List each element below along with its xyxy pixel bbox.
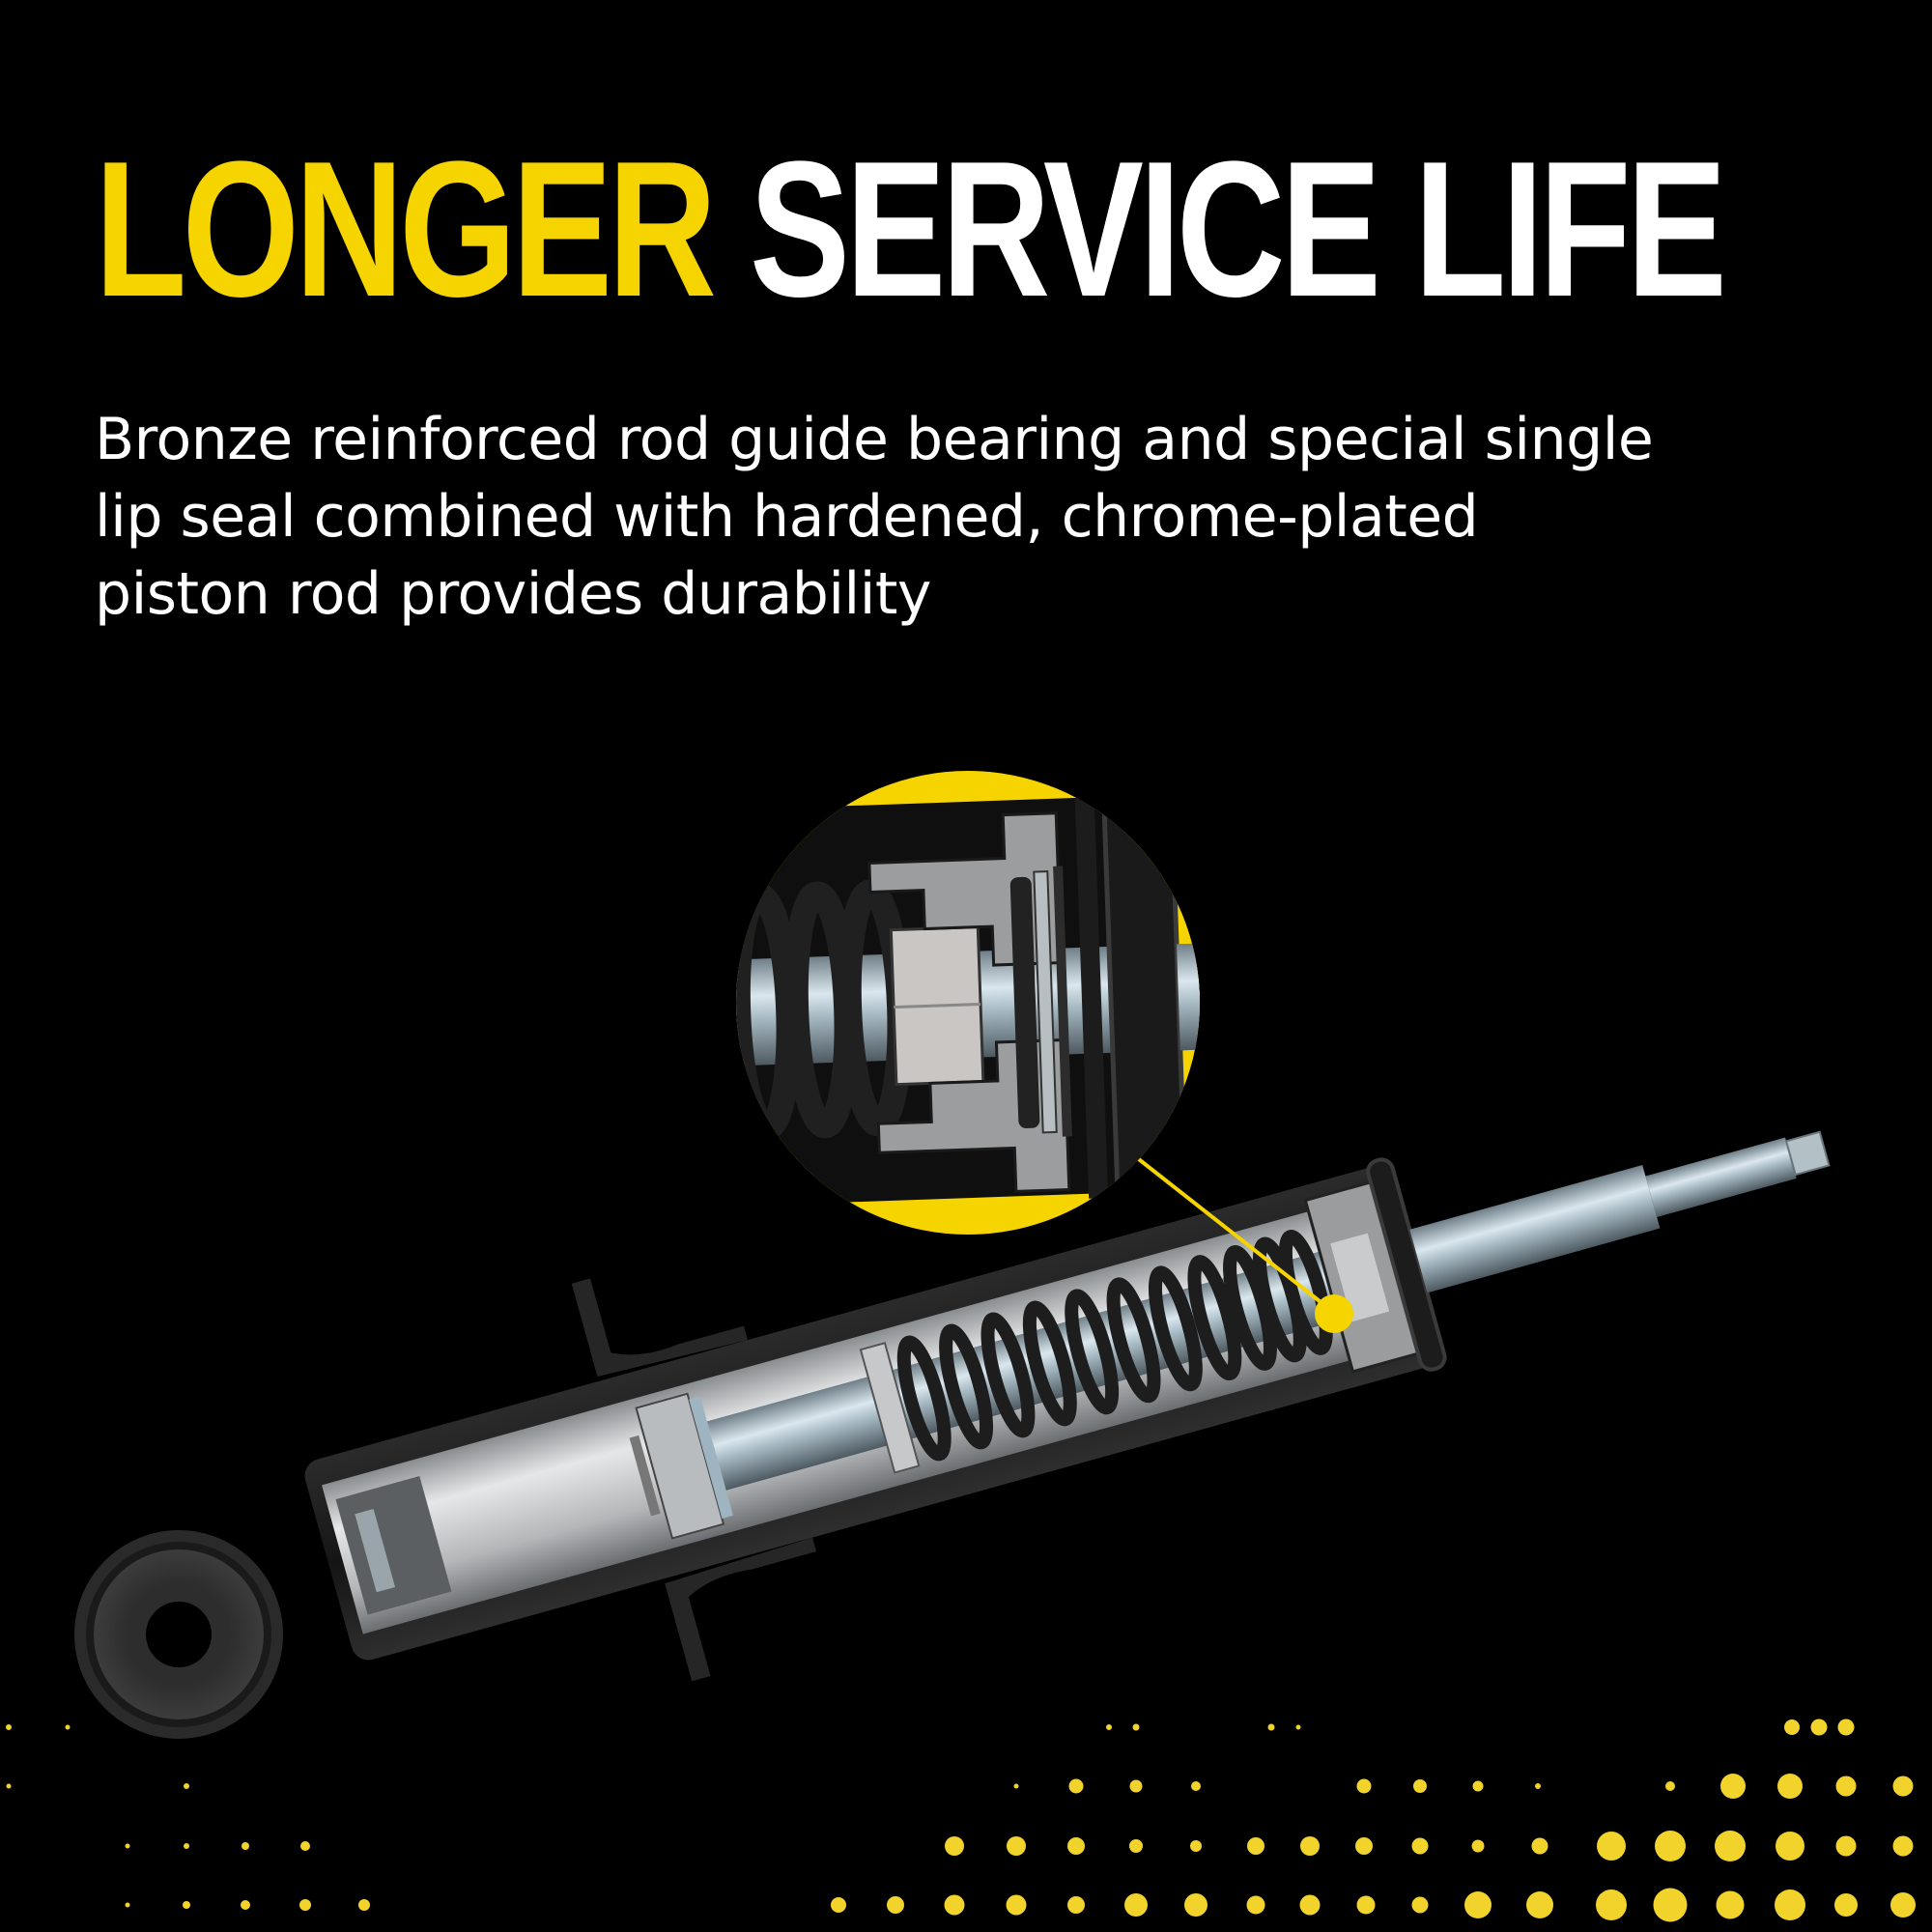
description-line-2: lip seal combined with hardened, chrome-…: [95, 483, 1479, 551]
headline: LONGER SERVICE LIFE: [95, 133, 1727, 327]
feature-description: Bronze reinforced rod guide bearing and …: [95, 401, 1737, 633]
rod-hex-tip: [1784, 1130, 1831, 1177]
callout-magnifier: [736, 771, 1200, 1235]
headline-accent-word: LONGER: [95, 122, 717, 337]
callout-marker: [1315, 1294, 1353, 1333]
headline-rest: SERVICE LIFE: [749, 122, 1727, 337]
eye-mount: [74, 1530, 283, 1739]
description-line-1: Bronze reinforced rod guide bearing and …: [95, 406, 1654, 473]
rebound-spring: [896, 1229, 1333, 1462]
description-line-3: piston rod provides durability: [95, 560, 931, 628]
callout-line: [1133, 1154, 1335, 1314]
